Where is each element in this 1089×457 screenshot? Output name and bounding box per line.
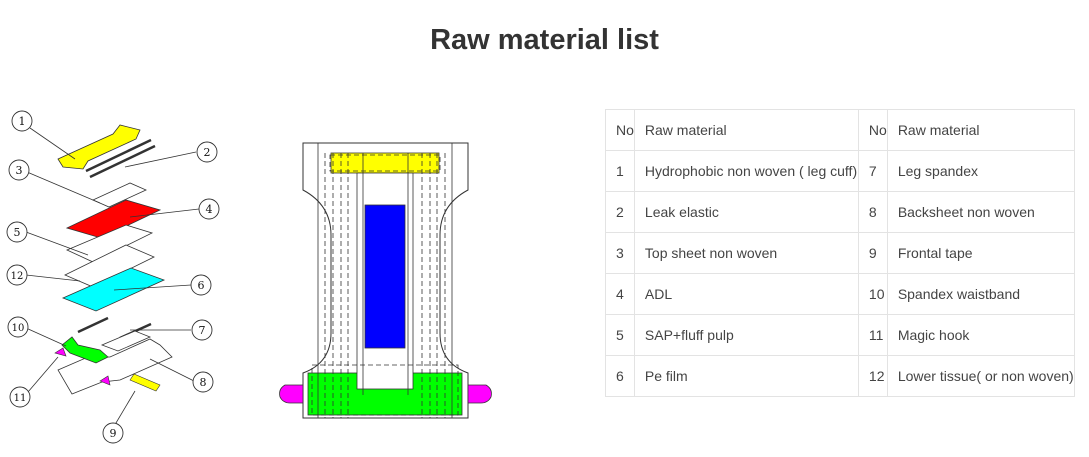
- callout-10: 10: [12, 323, 25, 334]
- cell-material: Spandex waistband: [886, 273, 1075, 315]
- layer-waistband: [61, 336, 109, 364]
- header-no: No: [857, 109, 888, 151]
- cell-no: 11: [857, 314, 888, 356]
- layer-backsheet-top: [100, 330, 152, 352]
- cell-material: Frontal tape: [886, 232, 1075, 274]
- cell-no: 2: [605, 191, 635, 233]
- cell-material: SAP+fluff pulp: [633, 314, 859, 356]
- cell-material: Magic hook: [886, 314, 1075, 356]
- cell-no: 4: [605, 273, 635, 315]
- callout-11: 11: [14, 393, 27, 404]
- cell-no: 5: [605, 314, 635, 356]
- layer-top-sheet: [92, 182, 147, 208]
- callout-8: 8: [200, 376, 207, 389]
- callout-7: 7: [199, 324, 206, 337]
- callout-12: 12: [11, 271, 24, 282]
- table-row: 4 ADL 10 Spandex waistband: [605, 273, 1075, 315]
- header-no: No: [605, 109, 635, 151]
- header-raw-material: Raw material: [886, 109, 1075, 151]
- callout-1: 1: [19, 115, 26, 128]
- table-row: 5 SAP+fluff pulp 11 Magic hook: [605, 314, 1075, 356]
- cell-no: 12: [857, 355, 888, 397]
- callout-4: 4: [206, 203, 213, 216]
- layer-tissue: [64, 244, 155, 288]
- header-raw-material: Raw material: [633, 109, 859, 151]
- diaper-diagram: 1 2 3 4 5 6 7 8 9 10 11 12: [6, 110, 492, 444]
- callout-9: 9: [110, 427, 117, 440]
- raw-material-table: No Raw material No Raw material 1 Hydrop…: [605, 109, 1075, 397]
- layer-magic-hook: [99, 375, 111, 386]
- cell-no: 1: [605, 150, 635, 192]
- layer-leg-cuff: [57, 124, 141, 170]
- cell-material: Top sheet non woven: [633, 232, 859, 274]
- callout-3: 3: [16, 164, 23, 177]
- table-row: 3 Top sheet non woven 9 Frontal tape: [605, 232, 1075, 274]
- cell-material: ADL: [633, 273, 859, 315]
- layer-leg-spandex: [77, 316, 109, 334]
- callout-6: 6: [198, 279, 205, 292]
- cell-no: 10: [857, 273, 888, 315]
- cell-material: Pe film: [633, 355, 859, 397]
- cell-no: 8: [857, 191, 888, 233]
- cell-no: 9: [857, 232, 888, 274]
- table-row: 2 Leak elastic 8 Backsheet non woven: [605, 191, 1075, 233]
- cell-material: Hydrophobic non woven ( leg cuff): [633, 150, 859, 192]
- layer-leak-elastic: [89, 144, 156, 179]
- cell-material: Backsheet non woven: [886, 191, 1075, 233]
- cell-material: Leak elastic: [633, 191, 859, 233]
- layer-adl: [65, 199, 162, 239]
- cell-no: 7: [857, 150, 888, 192]
- callout-5: 5: [14, 226, 21, 239]
- callout-2: 2: [204, 146, 211, 159]
- cell-material: Leg spandex: [886, 150, 1075, 192]
- cell-no: 3: [605, 232, 635, 274]
- table-row: 1 Hydrophobic non woven ( leg cuff) 7 Le…: [605, 150, 1075, 192]
- cell-material: Lower tissue( or non woven): [886, 355, 1075, 397]
- layer-frontal-tape: [129, 373, 161, 392]
- layer-pe-film: [61, 267, 166, 312]
- layer-sap: [66, 224, 154, 263]
- assembled-diaper: [279, 142, 492, 419]
- cell-no: 6: [605, 355, 635, 397]
- layer-magic-hook: [54, 347, 67, 357]
- layer-leak-elastic: [85, 138, 152, 173]
- table-header-row: No Raw material No Raw material: [605, 109, 1075, 151]
- page-title: Raw material list: [430, 24, 659, 56]
- table-row: 6 Pe film 12 Lower tissue( or non woven): [605, 355, 1075, 397]
